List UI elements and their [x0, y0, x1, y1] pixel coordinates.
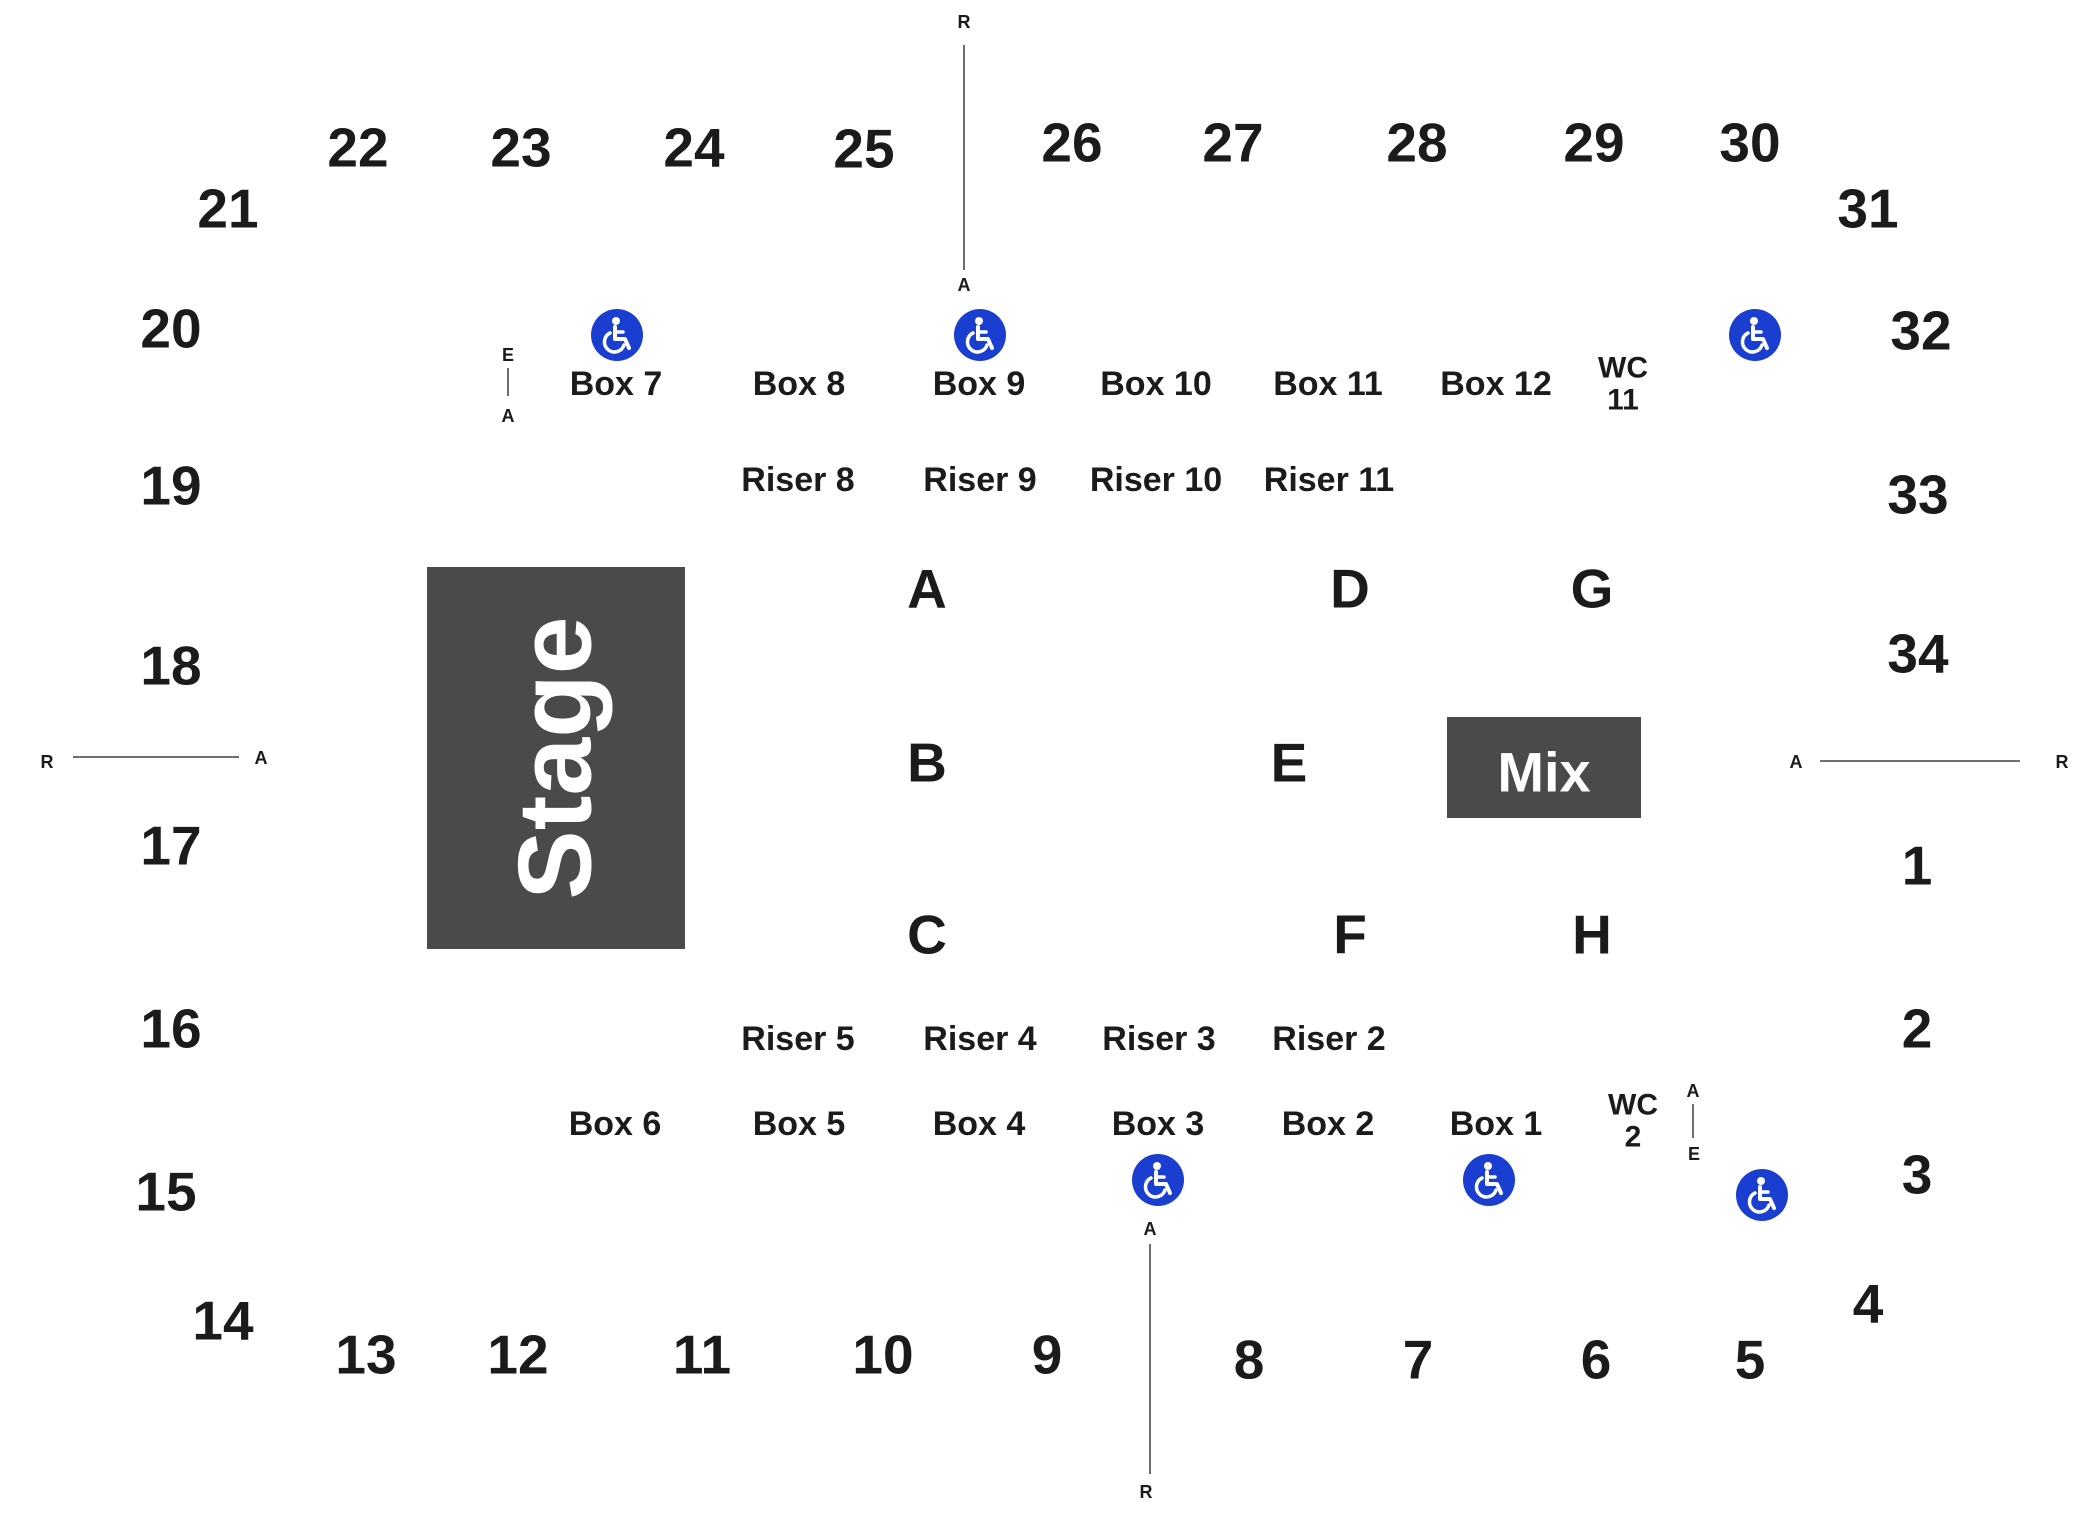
floor-section-h[interactable]: H — [1572, 903, 1612, 966]
marker-a-bottom: A — [1143, 1219, 1157, 1239]
marker-a-top: A — [957, 275, 971, 295]
wheelchair-icon[interactable] — [1729, 309, 1781, 361]
marker-a-upper-left: A — [501, 406, 515, 426]
section-30[interactable]: 30 — [1719, 111, 1781, 174]
box-10[interactable]: Box 10 — [1100, 365, 1212, 403]
riser-8[interactable]: Riser 8 — [741, 461, 855, 499]
section-14[interactable]: 14 — [192, 1289, 254, 1352]
box-11[interactable]: Box 11 — [1273, 365, 1383, 403]
marker-r-top: R — [957, 12, 971, 32]
section-2[interactable]: 2 — [1901, 997, 1933, 1060]
aisle-line-lower-right — [1692, 1104, 1694, 1138]
section-24[interactable]: 24 — [663, 116, 725, 179]
box-7[interactable]: Box 7 — [569, 365, 663, 403]
section-3[interactable]: 3 — [1901, 1143, 1933, 1206]
marker-r-left: R — [40, 752, 54, 772]
section-29[interactable]: 29 — [1563, 111, 1625, 174]
section-22[interactable]: 22 — [327, 116, 389, 179]
section-17[interactable]: 17 — [140, 814, 202, 877]
floor-section-b[interactable]: B — [907, 731, 947, 794]
aisle-line-upper-left — [507, 368, 509, 396]
box-5[interactable]: Box 5 — [752, 1105, 846, 1143]
section-13[interactable]: 13 — [335, 1323, 397, 1386]
box-4[interactable]: Box 4 — [932, 1105, 1026, 1143]
section-28[interactable]: 28 — [1386, 111, 1448, 174]
section-19[interactable]: 19 — [140, 454, 202, 517]
aisle-line-right — [1820, 760, 2020, 762]
wheelchair-section-wc-11[interactable]: WC 11 — [1598, 351, 1648, 416]
marker-r-right: R — [2055, 752, 2069, 772]
section-15[interactable]: 15 — [135, 1160, 197, 1223]
aisle-line-left — [73, 756, 239, 758]
section-33[interactable]: 33 — [1887, 463, 1949, 526]
section-25[interactable]: 25 — [833, 117, 895, 180]
section-26[interactable]: 26 — [1041, 111, 1103, 174]
riser-2[interactable]: Riser 2 — [1272, 1020, 1386, 1058]
section-11[interactable]: 11 — [672, 1323, 732, 1386]
section-18[interactable]: 18 — [140, 634, 202, 697]
box-1[interactable]: Box 1 — [1449, 1105, 1543, 1143]
riser-9[interactable]: Riser 9 — [923, 461, 1037, 499]
section-20[interactable]: 20 — [140, 297, 202, 360]
section-5[interactable]: 5 — [1734, 1328, 1766, 1391]
section-32[interactable]: 32 — [1890, 299, 1952, 362]
floor-section-c[interactable]: C — [907, 903, 947, 966]
section-1[interactable]: 1 — [1901, 834, 1933, 897]
marker-a-left: A — [254, 748, 268, 768]
section-23[interactable]: 23 — [490, 116, 552, 179]
section-12[interactable]: 12 — [487, 1323, 549, 1386]
section-7[interactable]: 7 — [1402, 1328, 1434, 1391]
floor-section-g[interactable]: G — [1570, 557, 1614, 620]
section-4[interactable]: 4 — [1852, 1272, 1884, 1335]
wheelchair-section-wc-2[interactable]: WC 2 — [1608, 1088, 1658, 1153]
marker-r-bottom: R — [1139, 1482, 1153, 1502]
floor-section-e[interactable]: E — [1270, 731, 1308, 794]
wheelchair-icon[interactable] — [1463, 1154, 1515, 1206]
section-6[interactable]: 6 — [1580, 1328, 1612, 1391]
section-10[interactable]: 10 — [852, 1323, 914, 1386]
marker-a-lower-right: A — [1686, 1081, 1700, 1101]
box-3[interactable]: Box 3 — [1111, 1105, 1205, 1143]
floor-section-f[interactable]: F — [1333, 903, 1367, 966]
section-31[interactable]: 31 — [1837, 177, 1899, 240]
stage: Stage — [427, 567, 685, 949]
riser-4[interactable]: Riser 4 — [923, 1020, 1037, 1058]
wheelchair-icon[interactable] — [591, 309, 643, 361]
floor-section-d[interactable]: D — [1330, 557, 1370, 620]
wheelchair-icon[interactable] — [1132, 1154, 1184, 1206]
aisle-line-top — [963, 45, 965, 270]
box-9[interactable]: Box 9 — [932, 365, 1026, 403]
aisle-line-bottom — [1149, 1244, 1151, 1474]
mix-position: Mix — [1447, 717, 1641, 818]
section-8[interactable]: 8 — [1233, 1328, 1265, 1391]
riser-10[interactable]: Riser 10 — [1089, 461, 1223, 499]
section-34[interactable]: 34 — [1887, 622, 1949, 685]
section-21[interactable]: 21 — [197, 177, 259, 240]
stage-label: Stage — [497, 616, 614, 900]
riser-3[interactable]: Riser 3 — [1102, 1020, 1216, 1058]
wheelchair-icon[interactable] — [1736, 1169, 1788, 1221]
marker-a-right: A — [1789, 752, 1803, 772]
section-27[interactable]: 27 — [1202, 111, 1264, 174]
box-2[interactable]: Box 2 — [1281, 1105, 1375, 1143]
riser-11[interactable]: Riser 11 — [1263, 461, 1395, 499]
wheelchair-icon[interactable] — [954, 309, 1006, 361]
box-12[interactable]: Box 12 — [1440, 365, 1552, 403]
floor-section-a[interactable]: A — [907, 557, 947, 620]
box-6[interactable]: Box 6 — [568, 1105, 662, 1143]
section-16[interactable]: 16 — [140, 997, 202, 1060]
mix-label: Mix — [1497, 740, 1591, 804]
box-8[interactable]: Box 8 — [752, 365, 846, 403]
marker-e-lower-right: E — [1687, 1144, 1701, 1164]
section-9[interactable]: 9 — [1031, 1323, 1063, 1386]
riser-5[interactable]: Riser 5 — [741, 1020, 855, 1058]
marker-e-upper-left: E — [501, 345, 515, 365]
